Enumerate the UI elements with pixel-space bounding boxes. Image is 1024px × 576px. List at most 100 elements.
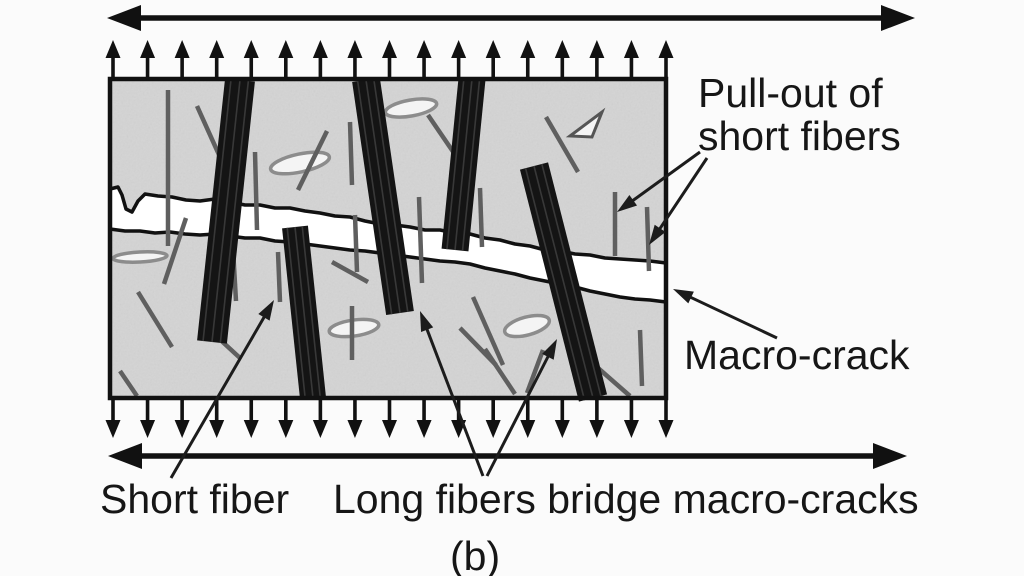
short-fiber [118,369,139,398]
pore [565,107,606,139]
arrow-to-pulled-short-fiber-2-shaft [656,157,709,233]
short-fiber [477,187,485,248]
load-arrow-down-head [278,420,294,438]
arrow-to-short-fiber-shaft [169,313,268,479]
load-arrow-up-head [554,40,570,58]
arrow-to-pulled-short-fiber-1-head [617,195,638,212]
extension-arrow-left-head [107,5,141,31]
load-arrow-up-head [451,40,467,58]
arrow-to-long-fiber-left-shaft [424,325,485,477]
top-extension-arrow-icon [107,5,915,31]
arrow-to-pulled-short-fiber-1-shaft [629,150,701,204]
load-arrow-up-head [140,40,156,58]
short-fiber [275,251,283,303]
label-pull-out-line2: short fibers [698,113,901,159]
long-fiber-streak [219,80,250,343]
long-fiber-streak [461,79,481,251]
load-arrow-down-head [243,420,259,438]
long-fiber-streak [454,78,473,251]
label-macro-crack: Macro-crack [684,332,910,378]
label-long-fibers-bridge: Long fibers bridge macro-cracks [333,476,919,522]
load-arrow-down-head [312,420,328,438]
extension-arrow-right-head [873,443,907,469]
short-fiber [347,121,355,186]
load-arrow-down-head [623,420,639,438]
load-arrow-down-head [347,420,363,438]
load-arrow-down-head [589,420,605,438]
arrow-to-pulled-short-fiber-2-head [649,224,666,245]
long-fiber-streak [524,167,586,401]
load-arrow-up-head [623,40,639,58]
short-fiber [596,366,632,398]
arrow-to-long-fiber-right-shaft [485,352,552,477]
long-fiber-streak [541,163,602,397]
short-fiber [330,260,370,284]
load-arrow-up-head [416,40,432,58]
long-fiber-streak [202,78,232,342]
extension-arrow-left-head [108,443,142,469]
load-arrow-up-head [658,40,674,58]
load-arrow-up-head [520,40,536,58]
short-fiber [524,349,546,394]
short-fiber [252,151,260,231]
arrow-to-long-fiber-left-head [420,311,434,333]
load-arrow-up-head [382,40,397,58]
load-arrow-up-head [347,40,363,58]
load-arrows-top [105,40,674,79]
long-fiber-streak [356,81,393,315]
load-arrow-down-head [105,420,121,438]
extension-arrow-right-head [881,5,915,31]
pore [383,97,439,119]
load-arrow-up-head [174,40,190,58]
specimen [107,76,669,402]
load-arrow-down-head [658,420,674,438]
load-arrow-down-head [174,420,190,438]
label-pull-out-line1: Pull-out of [698,70,883,116]
load-arrows-bottom [105,399,674,438]
load-arrow-down-head [485,420,501,438]
long-fiber-streak [294,226,314,399]
pore [502,313,552,339]
long-fiber-streak [372,78,409,312]
panel-letter: (b) [450,533,500,576]
load-arrow-down-head [140,420,156,438]
pore [111,250,169,264]
long-fiber-streak [533,165,594,399]
load-arrow-down-head [554,420,570,438]
load-arrow-up-head [105,40,121,58]
load-arrow-up-head [589,40,605,58]
short-fiber [637,329,645,387]
long-fiber-streak [446,78,465,250]
arrow-to-short-fiber-head [258,300,274,321]
short-fiber [161,217,189,285]
short-fiber [416,196,425,284]
arrow-to-long-fiber-right-head [542,339,557,360]
short-fiber [544,115,580,174]
load-arrow-up-head [243,40,259,58]
load-arrow-up-head [485,40,501,58]
load-arrow-up-head [312,40,328,58]
load-arrow-up-head [209,40,225,58]
long-fiber-streak [211,79,241,343]
label-short-fiber: Short fiber [100,476,289,522]
short-fiber [426,113,458,158]
short-fiber [644,206,652,272]
short-fiber [352,214,360,273]
long-fiber-streak [301,226,322,398]
long-fiber-streak [286,227,307,399]
load-arrow-down-head [520,420,536,438]
short-fiber [483,347,517,396]
load-arrow-down-head [416,420,432,438]
bottom-extension-arrow-icon [108,443,907,469]
short-fiber [136,290,174,349]
arrow-to-macro-crack-shaft [686,294,778,340]
short-fiber [470,296,506,366]
long-fiber-streak [365,79,401,314]
load-arrow-down-head [209,420,225,438]
arrow-to-macro-crack-head [673,289,694,304]
long-fibers-group [197,77,608,402]
load-arrow-up-head [278,40,294,58]
short-fiber [295,130,330,191]
